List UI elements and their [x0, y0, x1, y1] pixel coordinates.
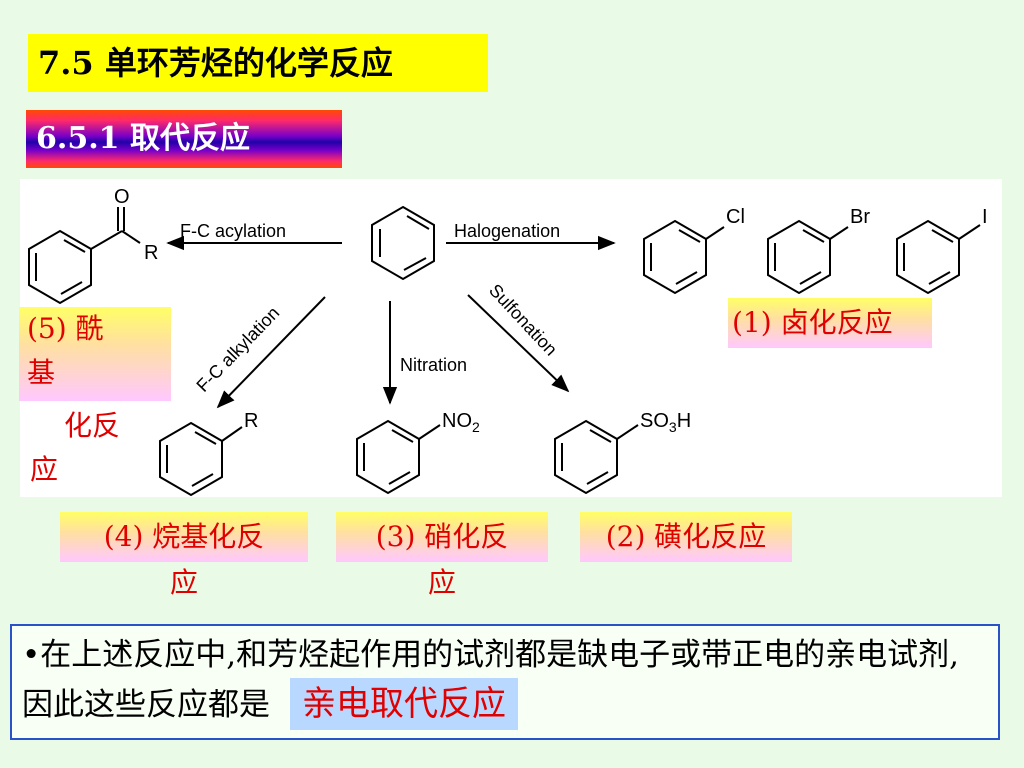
acylation-label-line2: 基 [27, 356, 56, 389]
acylbenzene-structure [28, 207, 141, 305]
acylation-label-continued: 化反 应 [30, 404, 160, 492]
acylation-arrow-label: F-C acylation [180, 221, 286, 241]
benzene-center [371, 205, 435, 281]
acyl-r-group: R [144, 242, 158, 264]
alkylation-arrow [216, 296, 326, 409]
halogenation-arrow-label: Halogenation [454, 221, 560, 241]
bromine-atom: Br [850, 206, 870, 228]
sulfonation-arrow [467, 294, 570, 393]
nitrobenzene-structure [356, 419, 441, 495]
oxygen-atom: O [114, 186, 130, 208]
nitration-label: (3) 硝化反 [336, 512, 548, 562]
halogenation-label: (1) 卤化反应 [728, 298, 932, 348]
alkylation-arrow-label: F-C alkylation [192, 303, 283, 396]
iodine-atom: I [982, 206, 988, 228]
reaction-scheme-drawing: O R Cl Br I R NO2 SO3H F-C acylation Hal… [28, 186, 988, 497]
summary-highlight: 亲电取代反应 [290, 678, 518, 730]
acylation-label-line1: (5) 酰 [27, 312, 104, 345]
chlorine-atom: Cl [726, 206, 745, 228]
nitration-arrow-label: Nitration [400, 355, 467, 375]
nitro-group: NO2 [442, 410, 480, 435]
benzenesulfonic-acid-structure [554, 419, 639, 495]
alkyl-r-group: R [244, 410, 258, 432]
acylation-label-line3: 化反 [64, 409, 121, 442]
acylation-label-box: (5) 酰 基 [19, 307, 171, 401]
slide-title: 7.5 单环芳烃的化学反应 [28, 34, 488, 92]
summary-note-text: •在上述反应中,和芳烃起作用的试剂都是缺电子或带正电的亲电试剂,因此这些反应都是 [22, 637, 959, 723]
bromobenzene-structure [767, 219, 849, 295]
sulfonation-label: (2) 磺化反应 [580, 512, 792, 562]
alkylbenzene-structure [159, 421, 243, 497]
chlorobenzene-structure [643, 219, 725, 295]
summary-note: •在上述反应中,和芳烃起作用的试剂都是缺电子或带正电的亲电试剂,因此这些反应都是… [10, 624, 1000, 740]
nitration-label-continued: 应 [427, 566, 456, 599]
alkylation-label-continued: 应 [169, 566, 198, 599]
alkylation-label: (4) 烷基化反 [60, 512, 308, 562]
acylation-label-line4: 应 [30, 453, 59, 486]
sulfonic-acid-group: SO3H [640, 410, 691, 435]
iodobenzene-structure [896, 219, 981, 295]
section-subtitle: 6.5.1 取代反应 [26, 110, 342, 168]
